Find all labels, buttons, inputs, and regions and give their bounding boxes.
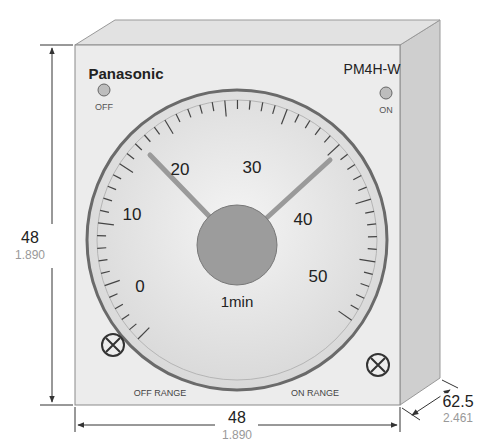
- scale-tick: [341, 154, 348, 160]
- housing-top: [75, 20, 440, 45]
- scale-tick: [113, 175, 121, 179]
- scale-tick: [356, 295, 364, 299]
- scale-tick: [99, 260, 108, 261]
- off-led: [98, 84, 110, 96]
- scale-tick: [368, 248, 377, 250]
- scale-tick: [108, 186, 116, 189]
- dimension-value: 62.5: [440, 393, 475, 411]
- scale-tick: [315, 128, 320, 135]
- scale-tick: [127, 153, 134, 159]
- scale-tick: [144, 135, 150, 142]
- scale-tick: [273, 105, 275, 114]
- scale-tick: [364, 272, 373, 274]
- scale-ticks: [97, 100, 377, 339]
- scale-number: 0: [135, 278, 144, 297]
- adjust-label: OFF RANGE: [134, 389, 187, 399]
- scale-tick: [200, 105, 202, 114]
- scale-tick: [237, 100, 238, 109]
- scale-number: 50: [309, 268, 328, 287]
- model-name: PM4H-W: [344, 62, 401, 77]
- off-range-screw: [102, 334, 124, 356]
- scale-tick: [97, 235, 106, 236]
- dimension-value: 48: [226, 409, 248, 427]
- center-knob: [197, 205, 277, 285]
- scale-tick: [115, 304, 123, 308]
- brand-name: Panasonic: [88, 66, 163, 83]
- scale-tick: [281, 109, 287, 124]
- scale-tick: [122, 314, 129, 319]
- scale-tick: [261, 102, 263, 111]
- scale-tick: [98, 223, 114, 225]
- scale-tick: [295, 114, 299, 122]
- scale-tick: [367, 224, 376, 225]
- scale-tick: [351, 305, 359, 309]
- scale-tick: [120, 164, 133, 173]
- scale-number: 10: [123, 206, 142, 225]
- front-panel: [75, 45, 400, 405]
- scale-tick: [105, 280, 120, 285]
- scale-number: 20: [171, 161, 190, 180]
- scale-tick: [135, 144, 142, 150]
- scale-tick: [359, 259, 375, 262]
- range-unit: 1min: [221, 294, 254, 311]
- led-label: ON: [379, 106, 393, 116]
- adjust-label: ON RANGE: [291, 389, 339, 399]
- dimension-inch: 2.461: [441, 412, 475, 425]
- scale-tick: [176, 114, 180, 122]
- scale-tick: [305, 121, 310, 129]
- scale-tick: [100, 210, 109, 212]
- dimension-lines: [40, 45, 458, 432]
- scale-number: 30: [243, 159, 262, 178]
- scale-tick: [101, 271, 110, 273]
- housing-side: [400, 20, 440, 405]
- dial-ring: [87, 90, 387, 390]
- scale-tick: [154, 127, 159, 134]
- scale-tick: [212, 102, 214, 111]
- scale-tick: [347, 165, 355, 170]
- scale-tick: [339, 311, 352, 320]
- scale-tick: [328, 145, 340, 156]
- scale-tick: [138, 328, 149, 339]
- scale-tick: [129, 324, 136, 330]
- scale-tick: [353, 176, 361, 180]
- scale-tick: [368, 236, 377, 237]
- scale-tick: [361, 284, 369, 287]
- dimension-inch: 1.890: [13, 249, 47, 262]
- led-label: OFF: [95, 103, 113, 113]
- scale-tick: [109, 294, 117, 298]
- scale-number: 40: [294, 211, 313, 230]
- scale-tick: [249, 101, 251, 110]
- scale-tick: [324, 136, 330, 143]
- dimension-inch: 1.890: [220, 429, 254, 442]
- on-led: [380, 87, 392, 99]
- scale-tick: [97, 247, 106, 249]
- on-range-screw: [367, 354, 389, 376]
- scale-tick: [103, 198, 112, 201]
- dial-inner-ring: [97, 100, 377, 380]
- scale-tick: [225, 101, 226, 117]
- scale-tick: [188, 109, 191, 117]
- scale-tick: [365, 211, 374, 213]
- scale-tick: [165, 120, 173, 134]
- dimension-value: 48: [19, 229, 41, 247]
- scale-tick: [356, 199, 371, 204]
- scale-tick: [358, 187, 366, 190]
